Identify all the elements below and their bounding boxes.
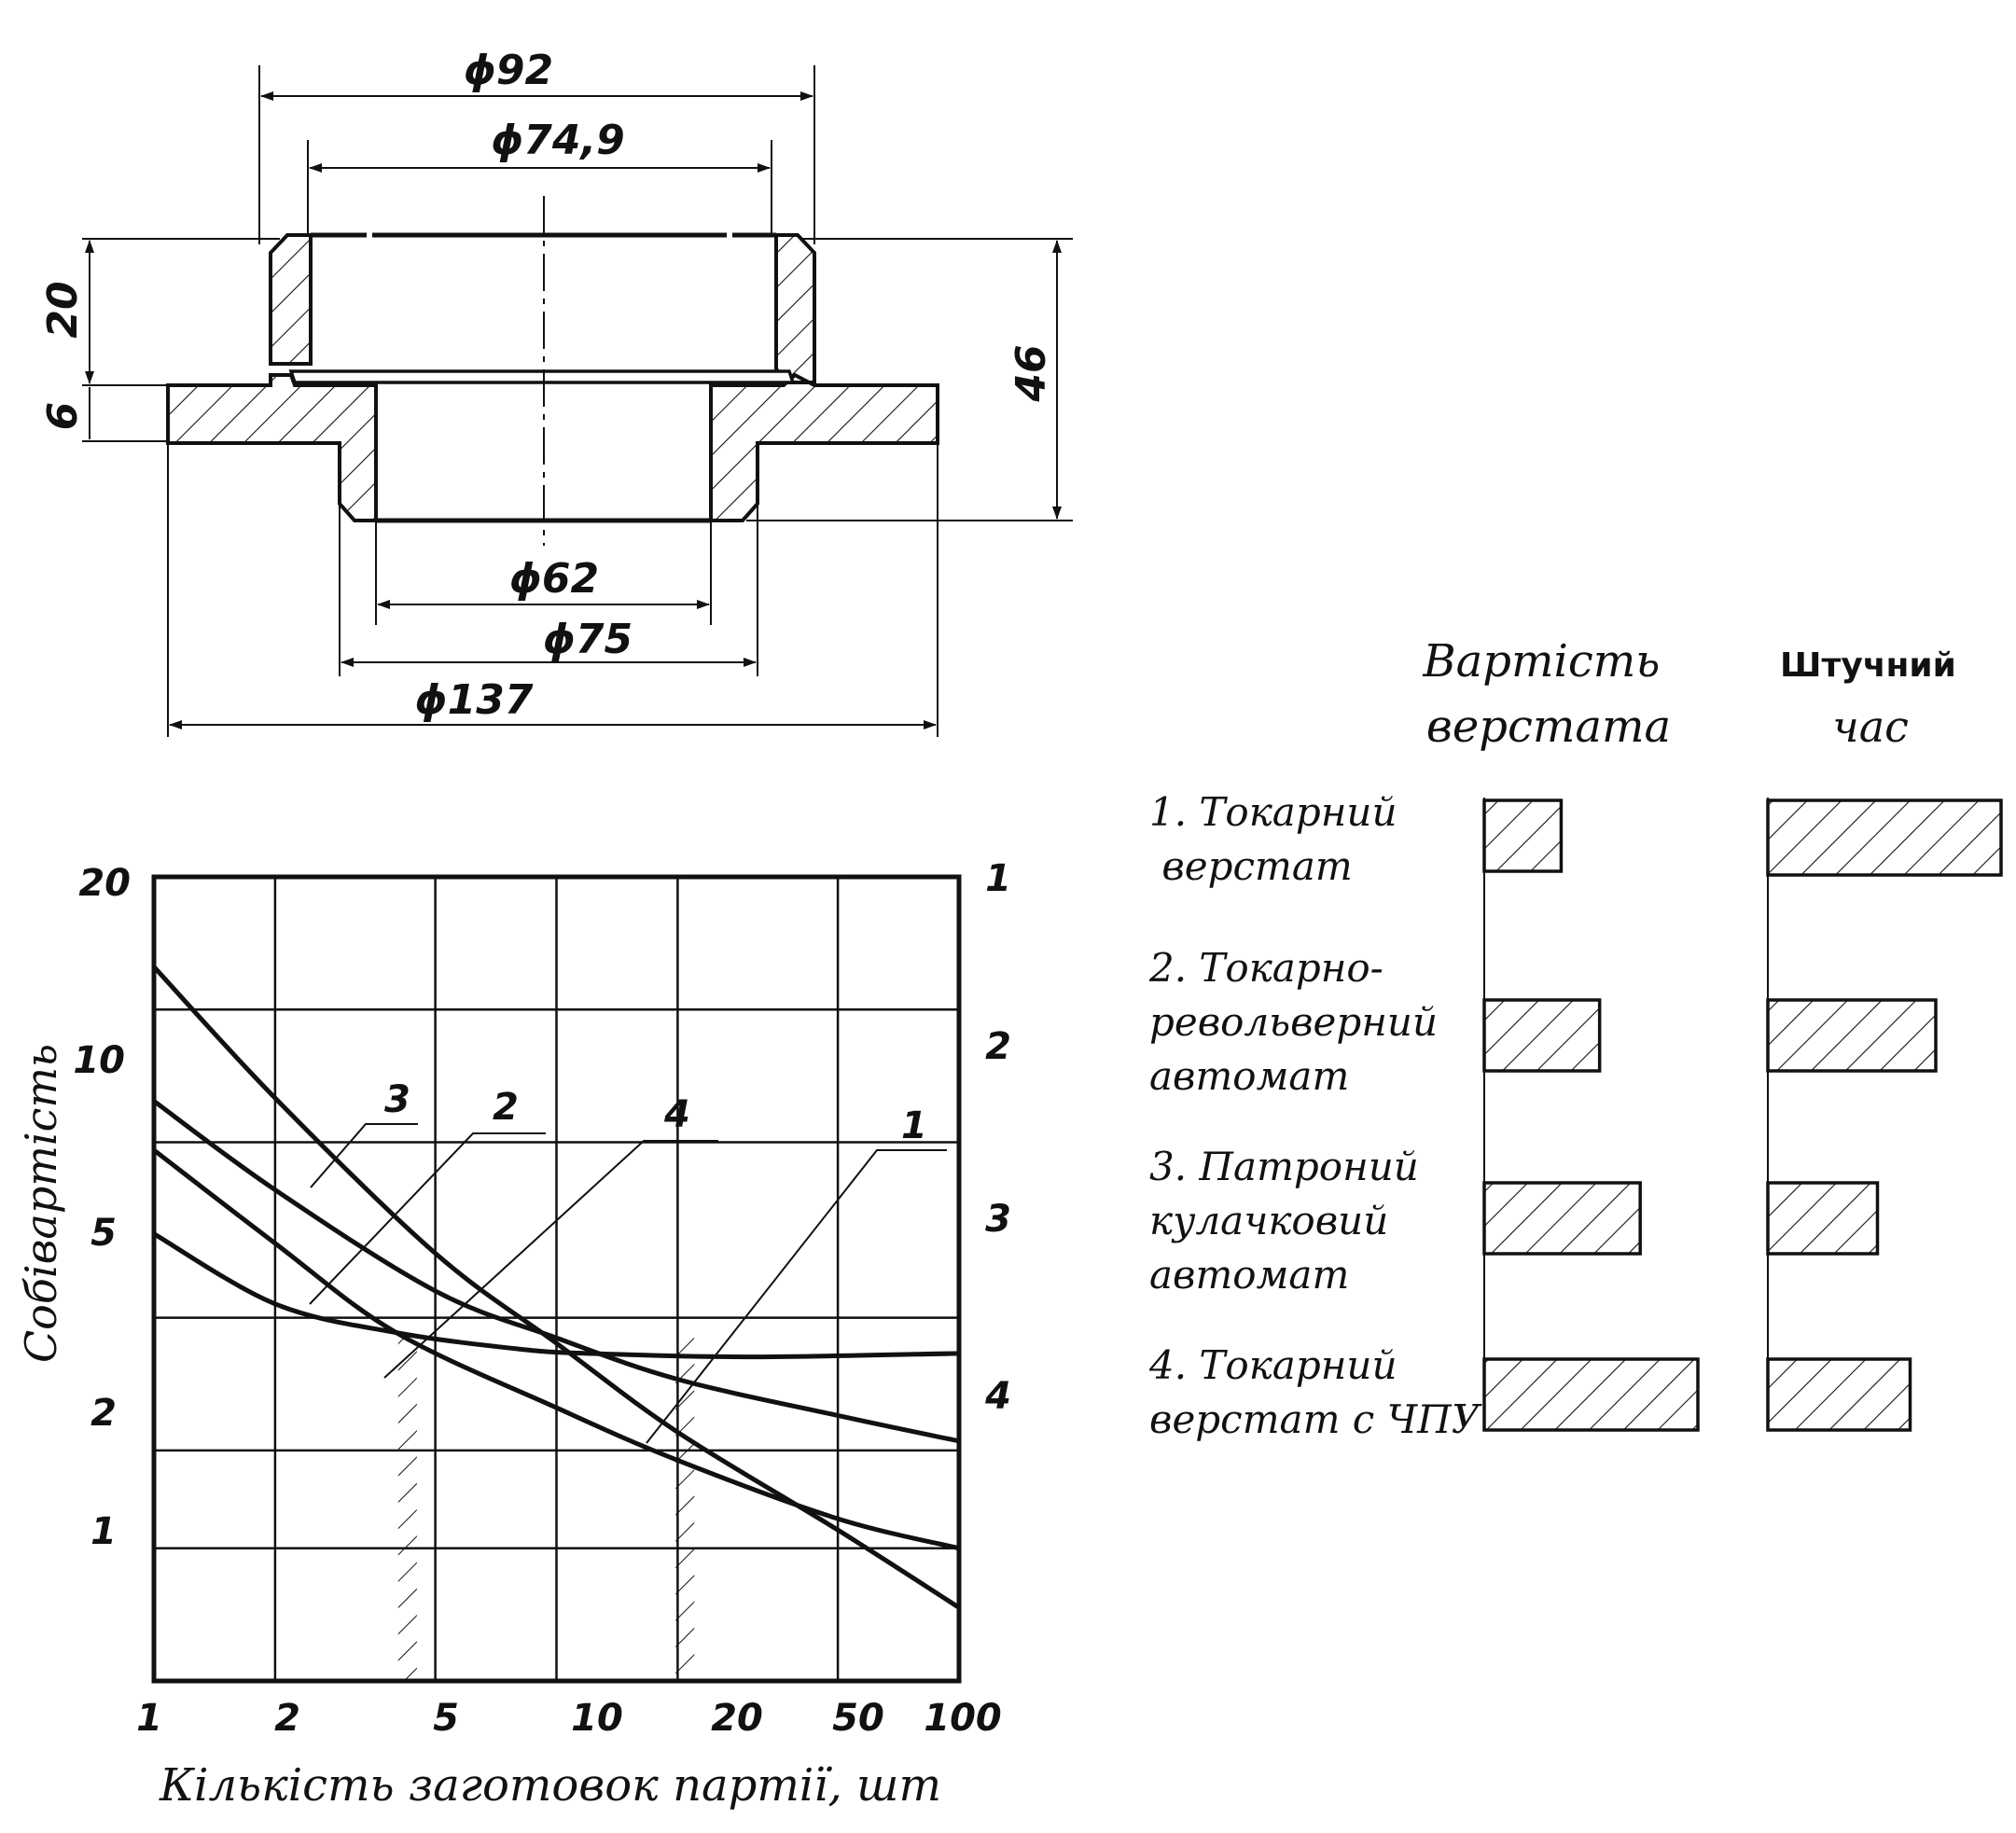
section-right-upper <box>774 233 816 384</box>
curve-label-4: 4 <box>663 1093 690 1136</box>
machine-label: 1. Токарний верстат <box>1149 789 1397 889</box>
time-bar <box>1766 1357 1912 1432</box>
header-cost-line-1: Вартість <box>1422 635 1660 687</box>
machine-label-line: автомат <box>1149 1053 1349 1099</box>
x-tick-label: 2 <box>274 1697 300 1740</box>
chart-x-tick-labels: 1 2 5 10 20 50 100 <box>136 1697 1002 1740</box>
machine-label-line: 2. Токарно- <box>1148 945 1383 991</box>
header-time-line-1: Штучний <box>1780 646 1956 685</box>
machine-label-line: 4. Токарний <box>1148 1342 1397 1388</box>
chart-curve-leaders: 3 2 4 1 <box>309 1078 947 1444</box>
chart-y-axis-label: Собівартість <box>16 1044 66 1363</box>
x-tick-label: 100 <box>924 1697 1002 1740</box>
section-right-flange <box>709 372 939 522</box>
shaded-band <box>675 1338 695 1681</box>
x-tick-label: 5 <box>433 1697 459 1740</box>
y-tick-label: 5 <box>90 1212 117 1255</box>
leader-curve-2 <box>309 1132 546 1305</box>
cost-bar <box>1482 1357 1700 1432</box>
dim-d62: ϕ62 <box>509 555 599 603</box>
leader-curve-4 <box>383 1140 718 1379</box>
machine-rows: 1. Токарний верстат 2. Токарно-револьверн… <box>1148 789 2003 1442</box>
dim-h46: 46 <box>1008 344 1055 402</box>
chart-grid-vertical <box>273 877 840 1681</box>
machine-row: 2. Токарно-револьверний автомат <box>1148 945 1938 1099</box>
machine-label-line: 1. Токарний <box>1149 789 1397 835</box>
header-time: Штучний час <box>1780 646 1961 752</box>
machine-label: 3. Патроний кулачковий автомат <box>1149 1144 1419 1298</box>
y-tick-label: 10 <box>73 1039 125 1082</box>
dim-h6: 6 <box>39 402 87 431</box>
dim-d137: ϕ137 <box>415 676 534 724</box>
cost-chart: 3 2 4 1 1 2 5 10 20 50 100 20 10 5 2 1 1… <box>16 857 1011 1812</box>
leader-curve-1 <box>646 1149 947 1444</box>
machine-label: 2. Токарно-револьверний автомат <box>1148 945 1438 1099</box>
curve-4 <box>152 1147 960 1551</box>
curve-label-1: 1 <box>901 1104 927 1147</box>
machine-label-line: верстат с ЧПУ <box>1149 1396 1482 1442</box>
cost-bar <box>1482 798 1564 873</box>
right-label: 2 <box>985 1025 1011 1068</box>
right-label: 4 <box>984 1375 1011 1418</box>
dim-d74-9: ϕ74,9 <box>491 117 625 164</box>
time-bar <box>1766 998 1938 1073</box>
section-left-upper <box>269 233 313 366</box>
chart-curves <box>152 965 961 1610</box>
chart-right-labels: 1 2 3 4 <box>984 857 1011 1418</box>
x-tick-label: 1 <box>136 1697 162 1740</box>
right-label: 3 <box>985 1198 1011 1241</box>
y-tick-label: 20 <box>78 862 131 905</box>
x-tick-label: 20 <box>711 1697 763 1740</box>
curve-label-3: 3 <box>384 1078 410 1121</box>
section-left-flange <box>166 373 378 522</box>
curve-label-2: 2 <box>493 1086 519 1129</box>
x-tick-label: 50 <box>832 1697 884 1740</box>
y-tick-label: 1 <box>90 1510 117 1553</box>
machine-label-line: автомат <box>1149 1252 1349 1298</box>
shaded-band <box>397 1338 417 1681</box>
machine-row: 3. Патроний кулачковий автомат <box>1149 1144 1880 1298</box>
right-label: 1 <box>985 857 1011 900</box>
machine-row: 4. Токарний верстат с ЧПУ <box>1148 1342 1912 1442</box>
chart-grid-horizontal <box>154 1008 959 1549</box>
dim-d75: ϕ75 <box>543 616 633 663</box>
leader-curve-3 <box>310 1123 418 1188</box>
cost-bar <box>1482 1181 1642 1256</box>
section-groove <box>288 369 796 384</box>
chart-x-axis-label: Кількість заготовок партії, шт <box>159 1759 941 1812</box>
chart-y-tick-labels: 20 10 5 2 1 <box>73 862 131 1553</box>
machine-comparison: Вартість верстата Штучний час 1. Токарни… <box>1148 635 2003 1442</box>
machine-label-line: кулачковий <box>1149 1198 1388 1243</box>
header-cost-line-2: верстата <box>1426 701 1671 753</box>
machine-label-line: револьверний <box>1149 999 1438 1045</box>
machine-row: 1. Токарний верстат <box>1149 789 2003 889</box>
machine-label-line: верстат <box>1149 843 1353 889</box>
part-cross-section: ϕ92 ϕ74,9 ϕ62 ϕ75 ϕ137 20 6 46 <box>39 47 1073 737</box>
x-tick-label: 10 <box>571 1697 623 1740</box>
time-bar <box>1766 798 2003 877</box>
curve-3 <box>152 965 961 1610</box>
header-time-line-2: час <box>1832 701 1909 752</box>
machine-label: 4. Токарний верстат с ЧПУ <box>1148 1342 1482 1442</box>
header-cost: Вартість верстата <box>1422 635 1674 753</box>
machine-label-line: 3. Патроний <box>1149 1144 1419 1189</box>
curve-2 <box>152 1099 960 1444</box>
chart-shaded-bands <box>397 1338 695 1681</box>
dim-d92: ϕ92 <box>464 47 553 94</box>
curve-1 <box>152 1231 960 1360</box>
y-tick-label: 2 <box>90 1392 117 1435</box>
dim-h20: 20 <box>39 281 87 338</box>
cost-bar <box>1482 998 1602 1073</box>
time-bar <box>1766 1181 1880 1256</box>
